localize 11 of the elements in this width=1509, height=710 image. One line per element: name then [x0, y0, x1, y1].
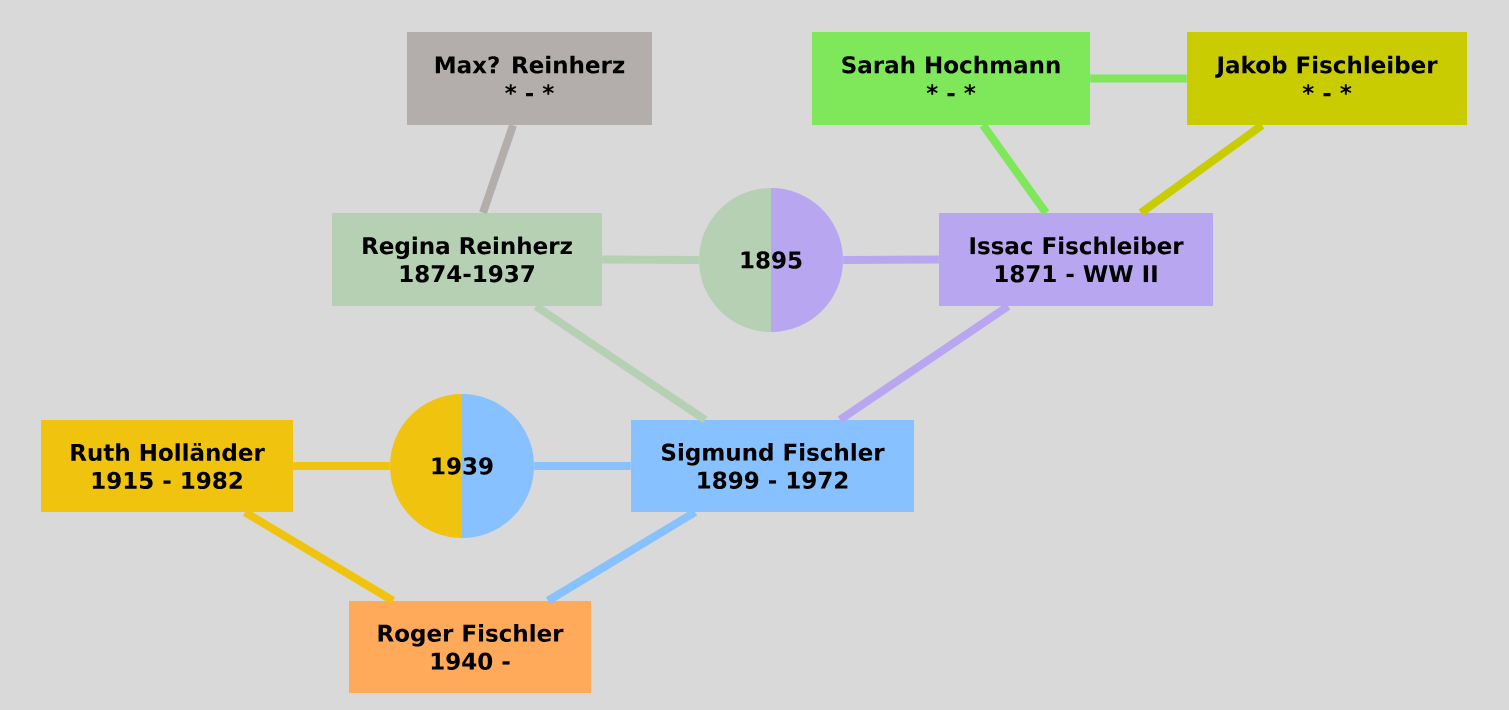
connector-line: [479, 123, 517, 215]
person-box: Regina Reinherz 1874-1937: [332, 213, 602, 306]
person-box: Max? Reinherz * - *: [407, 32, 652, 125]
person-box: Roger Fischler 1940 -: [349, 601, 591, 693]
person-box: Sigmund Fischler 1899 - 1972: [631, 420, 914, 512]
person-box: Ruth Holländer 1915 - 1982: [41, 420, 293, 512]
person-box: Issac Fischleiber 1871 - WW II: [939, 213, 1213, 306]
connector-line: [979, 122, 1050, 216]
person-box: Jakob Fischleiber * - *: [1187, 32, 1467, 125]
connector-line: [602, 255, 699, 264]
person-box: Sarah Hochmann * - *: [812, 32, 1090, 125]
